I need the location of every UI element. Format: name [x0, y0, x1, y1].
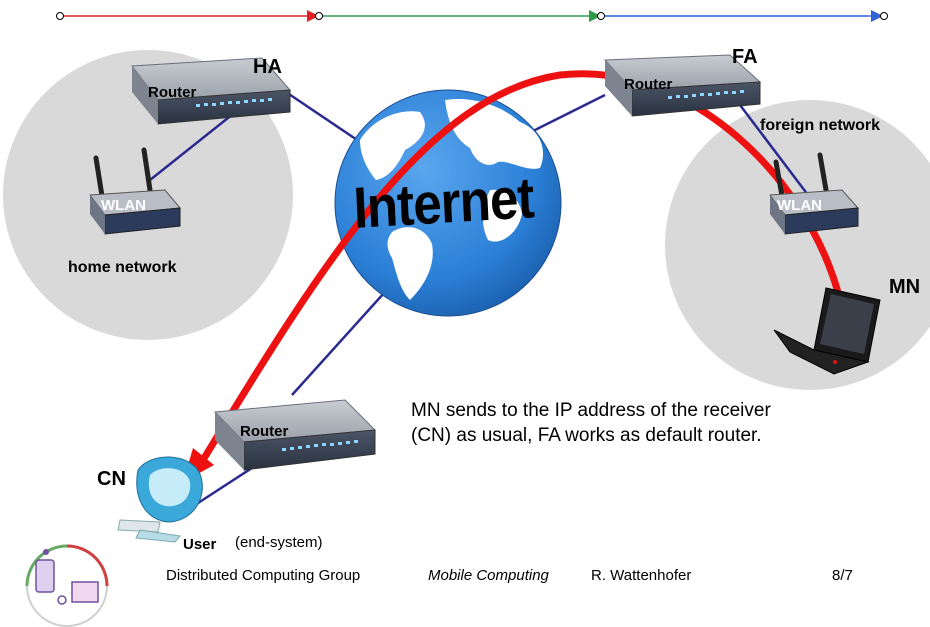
wlan-home-label: WLAN [101, 197, 146, 214]
progress-node [56, 12, 64, 20]
wlan-foreign-label: WLAN [777, 197, 822, 214]
router-foreign-label: Router [624, 76, 673, 93]
fa-label: FA [732, 46, 758, 68]
internet-label: Internet [352, 165, 535, 241]
footer-course: Mobile Computing [428, 567, 549, 584]
cn-computer [117, 456, 203, 543]
foreign-wlan-access-point [769, 152, 860, 235]
footer-author: R. Wattenhofer [591, 567, 692, 584]
dcg-logo [25, 544, 109, 627]
foreign-network-label: foreign network [760, 117, 881, 134]
home-network-label: home network [68, 259, 177, 276]
router-home-label: Router [148, 84, 197, 101]
home-wlan-access-point [89, 147, 181, 235]
cn-router [213, 399, 377, 471]
link-fa-wlan [739, 104, 809, 196]
foreign-agent-router [603, 54, 762, 117]
progress-node [880, 12, 888, 20]
progress-node [315, 12, 323, 20]
footer-page-number: 8/7 [832, 567, 853, 584]
progress-node [597, 12, 605, 20]
user-label: User [183, 536, 217, 553]
ha-label: HA [253, 56, 282, 78]
progress-bar [56, 10, 888, 22]
end-system-label: (end-system) [235, 534, 323, 551]
mobile-node-laptop [773, 287, 881, 375]
home-agent-router [131, 57, 292, 125]
mn-label: MN [889, 276, 921, 298]
internet-globe [334, 89, 562, 317]
router-cn-label: Router [240, 423, 289, 440]
cn-label: CN [97, 468, 126, 490]
slide-note: MN sends to the IP address of the receiv… [411, 400, 771, 446]
link-ha-wlan [149, 109, 239, 181]
footer-group: Distributed Computing Group [166, 567, 361, 584]
